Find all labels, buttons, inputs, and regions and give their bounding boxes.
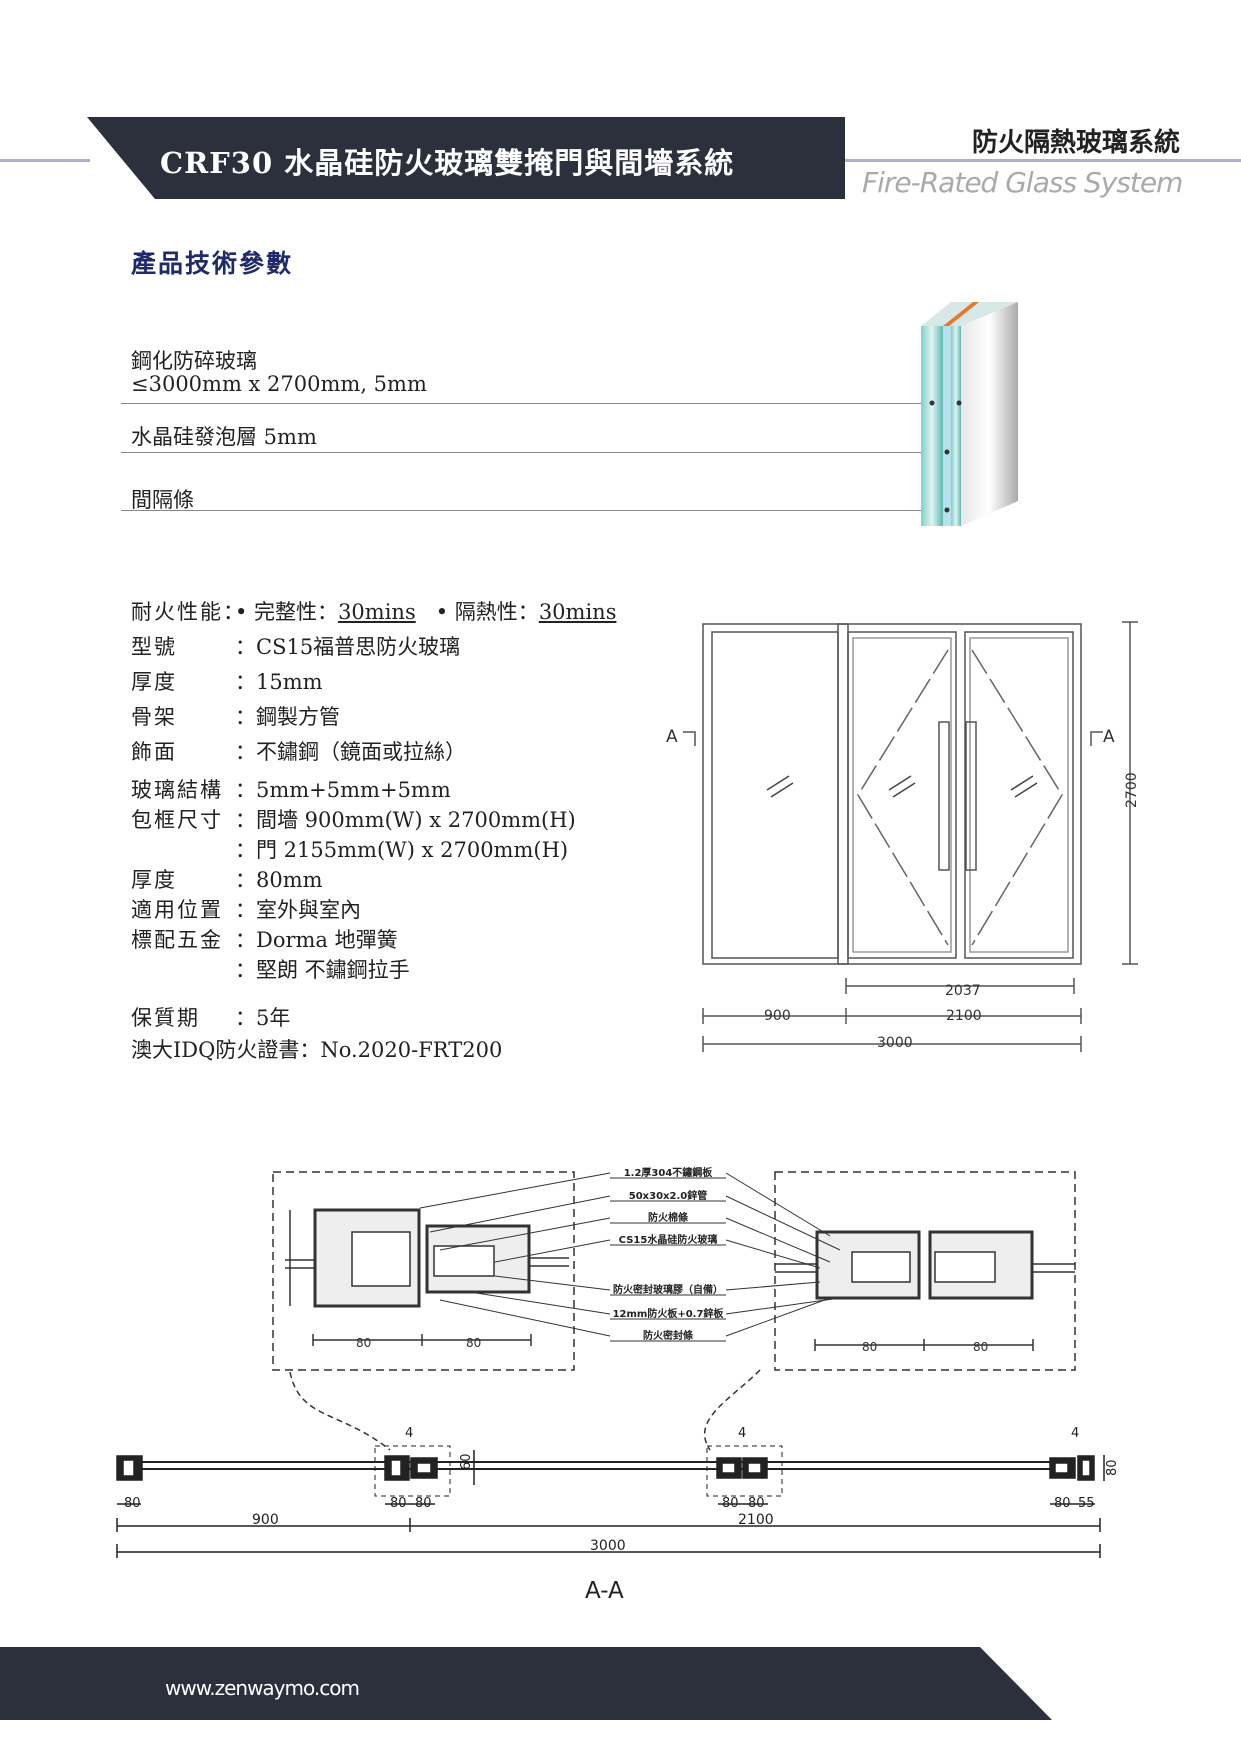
spec-key: 厚度 <box>131 670 177 694</box>
detail-callout-label: 防火密封條 <box>643 1329 694 1342</box>
layer-detail-tempered-glass: ≤3000mm x 2700mm, 5mm <box>131 372 427 396</box>
plan-dim-3000: 3000 <box>590 1538 626 1554</box>
footer-url: www.zenwaymo.com <box>165 1676 360 1700</box>
footer-banner <box>0 1647 1052 1720</box>
detail-callout-label: 12mm防火板+0.7鋅板 <box>613 1307 725 1320</box>
brand-title-en: Fire-Rated Glass System <box>862 166 1183 199</box>
spec-key: 型號 <box>131 635 177 659</box>
spec-row: 厚度 ：80mm <box>131 866 323 894</box>
elevation-drawing <box>683 621 1138 1052</box>
spec-key: 包框尺寸 <box>131 808 223 832</box>
plan-dim: 80 <box>390 1496 407 1511</box>
detail-dim: 80 <box>862 1340 877 1354</box>
plan-dim: 60 <box>459 1453 474 1470</box>
spec-row: 玻璃結構 ：5mm+5mm+5mm <box>131 776 451 804</box>
detail-callout-label: 1.2厚304不鏽鋼板 <box>624 1166 714 1179</box>
spec-row: 骨架 ：鋼製方管 <box>131 703 340 731</box>
integrity-value: 30mins <box>338 600 416 624</box>
spec-value: ：5年 <box>235 1006 291 1030</box>
section-title: 產品技術參數 <box>131 249 294 278</box>
header-rule-right <box>845 159 1241 162</box>
layer-label-foam: 水晶硅發泡層 5mm <box>131 425 317 449</box>
spec-value: ：CS15福普思防火玻璃 <box>235 635 461 659</box>
plan-dim: 4 <box>405 1426 413 1441</box>
section-mark-right: A <box>1103 727 1115 747</box>
header-banner <box>87 117 845 199</box>
spec-certificate: 澳大IDQ防火證書：No.2020-FRT200 <box>131 1038 503 1062</box>
plan-dim: 80 <box>415 1496 432 1511</box>
detail-callout-label: 防火棉條 <box>648 1211 689 1224</box>
spec-row: 包框尺寸 ：間墻 900mm(W) x 2700mm(H) <box>131 806 576 834</box>
dim-door: 2100 <box>946 1008 982 1024</box>
spec-fire-rating: 耐火性能：• 完整性：30mins • 隔熱性：30mins <box>131 598 616 626</box>
plan-dim: 80 <box>1105 1459 1120 1476</box>
spec-key: 骨架 <box>131 705 177 729</box>
spec-row: 飾面 ：不鏽鋼（鏡面或拉絲） <box>131 738 466 766</box>
plan-section-title: A-A <box>585 1578 624 1604</box>
plan-dim: 4 <box>1071 1426 1079 1441</box>
plan-dim: 55 <box>1078 1496 1095 1511</box>
dim-total: 3000 <box>877 1035 913 1051</box>
spec-row: ：門 2155mm(W) x 2700mm(H) <box>131 836 568 864</box>
spec-key: 保質期 <box>131 1006 200 1030</box>
dim-door-clear: 2037 <box>945 983 981 999</box>
spec-row: ：堅朗 不鏽鋼拉手 <box>131 956 410 984</box>
plan-dim-2100: 2100 <box>738 1512 774 1528</box>
section-mark-left: A <box>666 727 678 747</box>
detail-dim: 80 <box>356 1336 371 1350</box>
insulation-label: • 隔熱性： <box>435 600 539 624</box>
plan-dim-900: 900 <box>252 1512 279 1528</box>
layer-label-spacer: 間隔條 <box>131 488 194 512</box>
spec-key: 耐火性能： <box>131 600 246 624</box>
spec-value: ：80mm <box>235 868 323 892</box>
spec-value: ：堅朗 不鏽鋼拉手 <box>235 958 410 982</box>
detail-dim: 80 <box>973 1340 988 1354</box>
spec-value: ：5mm+5mm+5mm <box>235 778 451 802</box>
plan-dim: 80 <box>722 1496 739 1511</box>
plan-dim: 80 <box>124 1496 141 1511</box>
spec-value: ：間墻 900mm(W) x 2700mm(H) <box>235 808 576 832</box>
layer-label-tempered-glass: 鋼化防碎玻璃 <box>131 349 257 373</box>
spec-row: 適用位置 ：室外與室內 <box>131 896 361 924</box>
glass-section-image <box>921 302 1018 526</box>
detail-callout-label: 防火密封玻璃膠（自備） <box>613 1283 723 1296</box>
spec-row: 厚度 ：15mm <box>131 668 323 696</box>
detail-drawing <box>272 1171 1076 1451</box>
integrity-label: • 完整性： <box>235 600 339 624</box>
brand-title-cn: 防火隔熱玻璃系統 <box>972 128 1181 158</box>
plan-dim: 4 <box>738 1426 746 1441</box>
insulation-value: 30mins <box>538 600 617 624</box>
spec-key: 厚度 <box>131 868 177 892</box>
spec-value: ：15mm <box>235 670 323 694</box>
dim-partition: 900 <box>764 1008 791 1024</box>
plan-section <box>116 1445 1105 1558</box>
spec-key: 玻璃結構 <box>131 778 223 802</box>
plan-dim: 80 <box>1054 1496 1071 1511</box>
leader-line <box>121 510 948 511</box>
page-title: CRF30 水晶硅防火玻璃雙掩門與間墻系統 <box>160 146 735 180</box>
spec-value: ：不鏽鋼（鏡面或拉絲） <box>235 740 466 764</box>
spec-row: 保質期 ：5年 <box>131 1004 290 1032</box>
header-rule-left <box>0 159 90 162</box>
dim-height: 2700 <box>1124 772 1140 808</box>
detail-dim: 80 <box>466 1336 481 1350</box>
detail-callout-label: CS15水晶硅防火玻璃 <box>619 1233 718 1246</box>
spec-row: 標配五金 ：Dorma 地彈簧 <box>131 926 398 954</box>
leader-line <box>121 403 961 404</box>
plan-dim: 80 <box>748 1496 765 1511</box>
spec-row: 型號 ：CS15福普思防火玻璃 <box>131 633 460 661</box>
spec-value: ：Dorma 地彈簧 <box>235 928 398 952</box>
leader-line <box>121 452 948 453</box>
spec-value: ：門 2155mm(W) x 2700mm(H) <box>235 838 569 862</box>
spec-key: 飾面 <box>131 740 177 764</box>
spec-key: 標配五金 <box>131 928 223 952</box>
detail-callout-label: 50x30x2.0鋅管 <box>629 1189 707 1202</box>
spec-key: 適用位置 <box>131 898 223 922</box>
spec-value: ：鋼製方管 <box>235 705 340 729</box>
spec-value: ：室外與室內 <box>235 898 361 922</box>
